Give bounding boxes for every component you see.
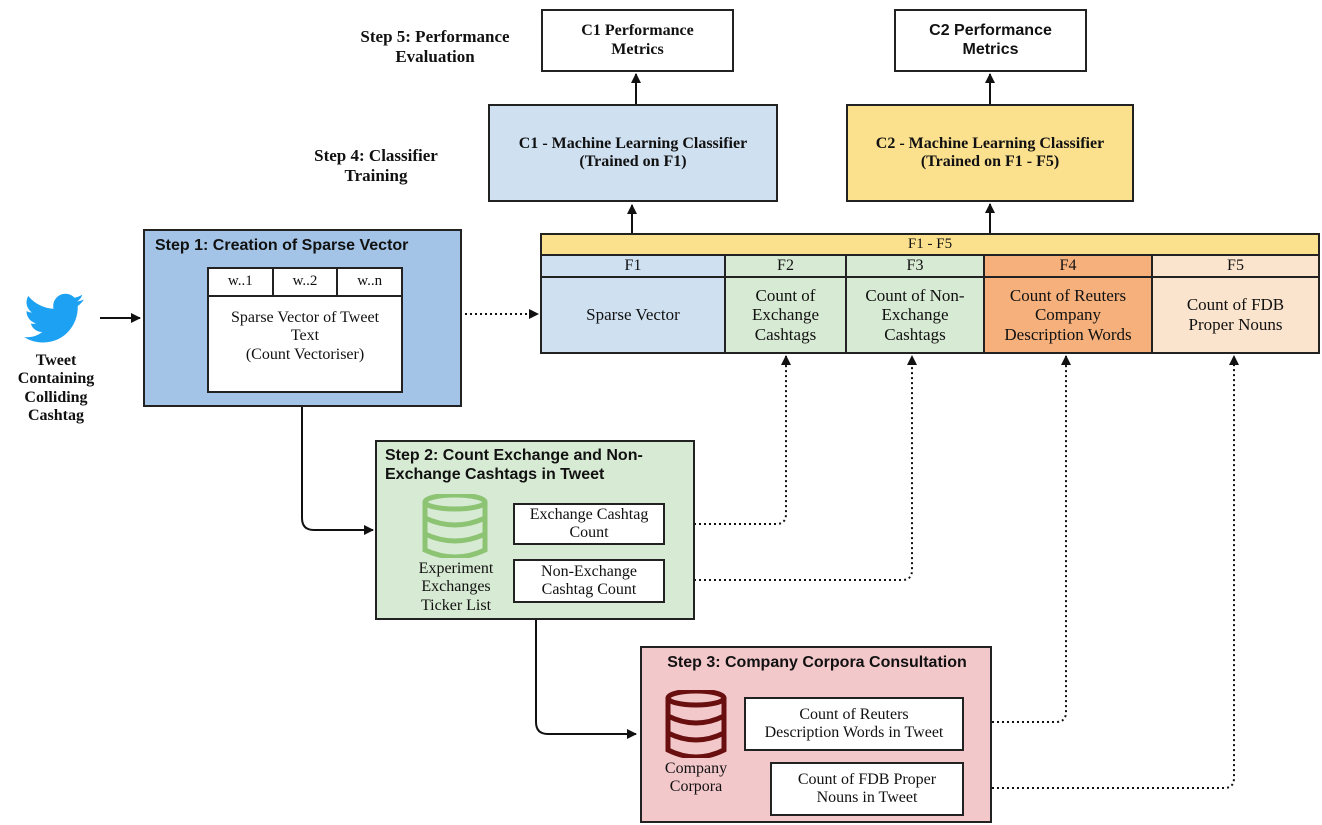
step2-db-label: Experiment Exchanges Ticker List	[418, 560, 494, 614]
twitter-icon	[20, 288, 90, 348]
f5-desc: Count of FDB Proper Nouns	[1186, 295, 1285, 334]
f1-f5-header: F1 - F5	[542, 235, 1318, 256]
arrow-fdb-to-f5	[962, 355, 1239, 789]
arrow-nonexchange-to-f3	[664, 355, 917, 581]
sparse-vector-text: Sparse Vector of Tweet Text (Count Vecto…	[230, 309, 380, 363]
step3-title: Step 3: Company Corpora Consultation	[667, 654, 967, 671]
step3-box: Step 3: Company Corpora Consultation Com…	[640, 646, 992, 823]
reuters-description-words-box: Count of Reuters Description Words in Tw…	[744, 697, 964, 751]
step1-title: Step 1: Creation of Sparse Vector	[155, 237, 409, 254]
database-icon-red	[664, 688, 728, 760]
f5-header: F5	[1153, 256, 1318, 278]
exchange-cashtag-count-box: Exchange Cashtag Count	[513, 503, 665, 545]
sparse-vector-panel: w..1 w..2 w..n Sparse Vector of Tweet Te…	[207, 267, 403, 393]
word-col-n: w..n	[357, 273, 383, 289]
feature-col-f1: F1 Sparse Vector	[542, 256, 726, 352]
f2-desc: Count of Exchange Cashtags	[751, 285, 820, 344]
step2-title: Step 2: Count Exchange and Non- Exchange…	[385, 447, 643, 484]
f1-desc: Sparse Vector	[586, 305, 680, 325]
arrow-exchange-to-f2	[664, 355, 791, 525]
arrow-reuters-to-f4	[962, 355, 1071, 723]
feature-table: F1 - F5 F1 Sparse Vector F2 Count of Exc…	[540, 233, 1320, 354]
c1-metrics-box: C1 Performance Metrics	[541, 9, 734, 72]
word-col-2: w..2	[274, 269, 339, 295]
fdb-proper-nouns-box: Count of FDB Proper Nouns in Tweet	[770, 762, 964, 816]
arrow-step2-to-step3	[535, 620, 637, 739]
feature-col-f5: F5 Count of FDB Proper Nouns	[1153, 256, 1318, 352]
step4-label: Step 4: Classifier Training	[314, 146, 438, 185]
f4-header: F4	[985, 256, 1151, 278]
feature-col-f4: F4 Count of Reuters Company Description …	[985, 256, 1153, 352]
step5-label: Step 5: Performance Evaluation	[360, 27, 510, 66]
word-columns: w..1 w..2 w..n	[209, 269, 401, 297]
c2-classifier-box: C2 - Machine Learning Classifier (Traine…	[846, 104, 1134, 202]
step2-box: Step 2: Count Exchange and Non- Exchange…	[375, 440, 695, 620]
f1-header: F1	[542, 256, 724, 278]
f2-header: F2	[726, 256, 845, 278]
word-col-1: w..1	[209, 269, 274, 295]
f4-desc: Count of Reuters Company Description Wor…	[1004, 285, 1132, 344]
tweet-label: Tweet Containing Colliding Cashtag	[17, 352, 95, 425]
c2-metrics-box: C2 Performance Metrics	[894, 9, 1087, 72]
f3-header: F3	[847, 256, 983, 278]
f3-desc: Count of Non- Exchange Cashtags	[865, 285, 965, 344]
step1-box: Step 1: Creation of Sparse Vector w..1 w…	[143, 229, 462, 407]
non-exchange-cashtag-count-box: Non-Exchange Cashtag Count	[513, 559, 665, 603]
feature-col-f3: F3 Count of Non- Exchange Cashtags	[847, 256, 985, 352]
step3-db-label: Company Corpora	[664, 760, 728, 796]
arrow-step1-to-step2	[301, 406, 374, 535]
c1-classifier-box: C1 - Machine Learning Classifier (Traine…	[488, 104, 778, 202]
feature-col-f2: F2 Count of Exchange Cashtags	[726, 256, 847, 352]
database-icon-green	[421, 492, 489, 560]
